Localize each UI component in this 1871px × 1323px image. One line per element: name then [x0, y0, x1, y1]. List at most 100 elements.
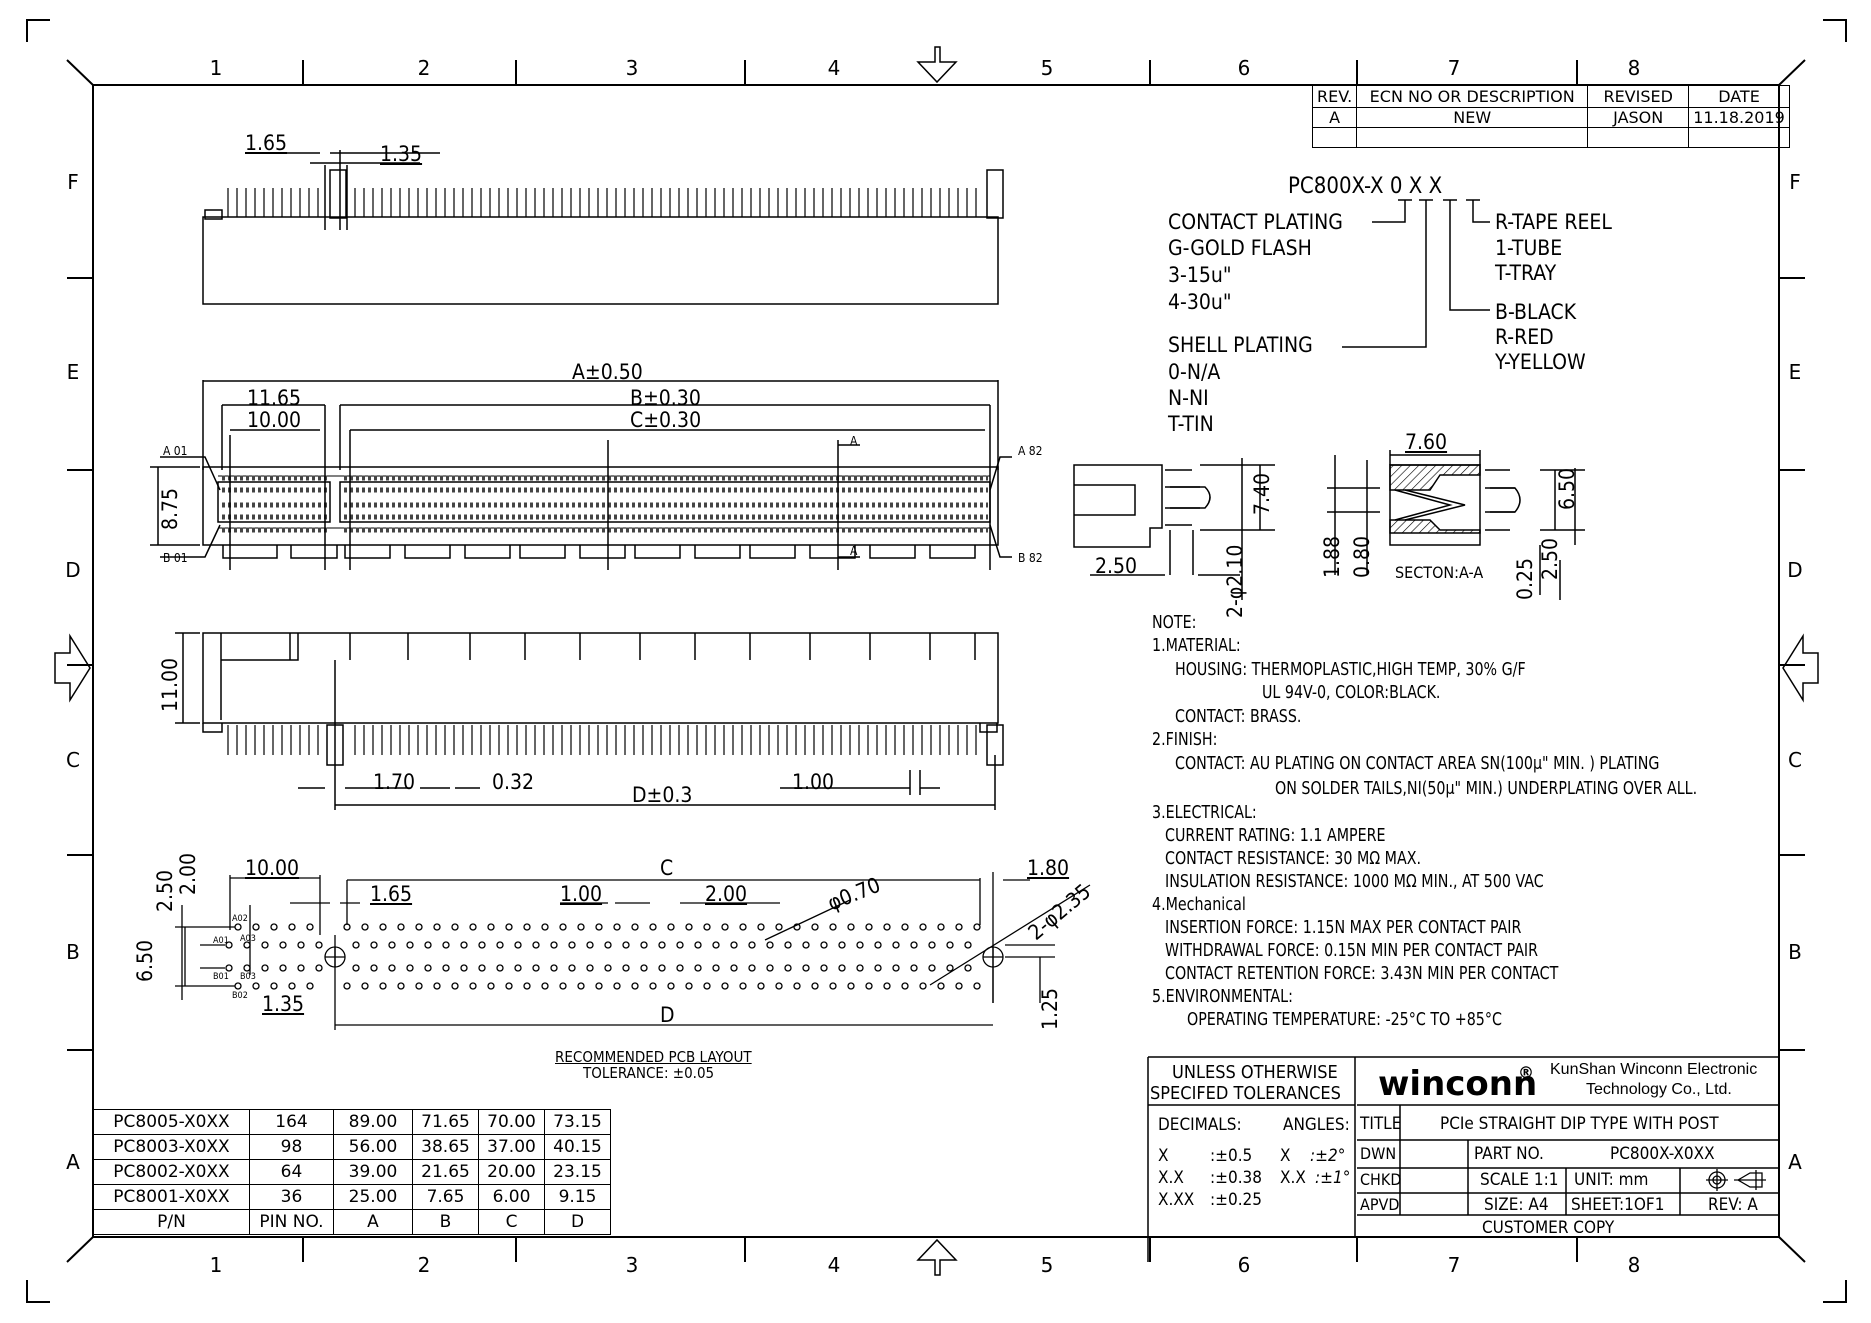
company-name-line1: KunShan Winconn Electronic	[1550, 1061, 1758, 1078]
zone-col-6: 6	[1237, 56, 1251, 80]
label-pcb-b03: B03	[240, 972, 256, 982]
label-b82: B 82	[1018, 551, 1043, 565]
contact-plating-option: G-GOLD FLASH	[1168, 236, 1312, 260]
label-b01: B 01	[163, 551, 188, 565]
dim-a: A±0.50	[572, 360, 643, 384]
note-line: CONTACT: AU PLATING ON CONTACT AREA SN(1…	[1175, 753, 1660, 774]
pn-cell: 71.65	[412, 1109, 479, 1135]
dim-2-50-end: 2.50	[1095, 554, 1138, 578]
tol-key: X.XX	[1158, 1190, 1195, 1210]
table-row: PC8001-X0XX 36 25.00 7.65 6.00 9.15	[93, 1184, 611, 1210]
pn-cell: PC8002-X0XX	[93, 1159, 250, 1185]
angles-label: ANGLES:	[1283, 1115, 1350, 1135]
dim-7-60: 7.60	[1405, 430, 1448, 454]
dim-1-70: 1.70	[373, 770, 416, 794]
packaging-option: 1-TUBE	[1495, 236, 1563, 260]
rev-cell: JASON	[1587, 107, 1690, 128]
dim-pcb-c: C	[660, 856, 674, 880]
dim-pcb-2-00: 2.00	[176, 852, 200, 895]
pn-cell: 6.00	[478, 1184, 545, 1210]
rev-header-date: DATE	[1688, 85, 1790, 108]
pn-header: B	[412, 1209, 479, 1235]
dim-0-80: 0.80	[1350, 535, 1374, 578]
packaging-option: R-TAPE REEL	[1495, 210, 1612, 234]
pn-cell: 23.15	[544, 1159, 611, 1185]
pn-table: PC8005-X0XX 164 89.00 71.65 70.00 73.15 …	[93, 1109, 611, 1235]
pn-header: A	[333, 1209, 413, 1235]
zone-col-7: 7	[1447, 56, 1461, 80]
tol-value: :±0.38	[1210, 1168, 1263, 1188]
pn-cell: 64	[249, 1159, 334, 1185]
zone-row-e-right: E	[1788, 360, 1802, 384]
part-no-value: PC800X-X0XX	[1610, 1144, 1715, 1164]
table-row	[1311, 127, 1790, 148]
dim-11-00: 11.00	[158, 657, 182, 712]
pn-cell: 36	[249, 1184, 334, 1210]
note-line: 2.FINISH:	[1152, 729, 1218, 750]
pn-cell: 25.00	[333, 1184, 413, 1210]
dim-2-phi-2-10: 2-φ2.10	[1223, 544, 1247, 618]
rev-cell	[1587, 127, 1690, 148]
zone-col-2: 2	[417, 56, 431, 80]
table-row: PC8002-X0XX 64 39.00 21.65 20.00 23.15	[93, 1159, 611, 1185]
pn-header: C	[478, 1209, 545, 1235]
size: SIZE: A4	[1484, 1195, 1549, 1215]
label-pcb-a01: A01	[213, 936, 229, 946]
zone-row-e: E	[66, 360, 80, 384]
tol-value: :±0.5	[1210, 1146, 1253, 1166]
dim-0-32: 0.32	[492, 770, 535, 794]
shell-plating-option: 0-N/A	[1168, 360, 1221, 384]
registered-mark: ®	[1518, 1063, 1534, 1082]
pcb-caption-title: RECOMMENDED PCB LAYOUT	[555, 1048, 752, 1066]
note-line: 1.MATERIAL:	[1152, 635, 1241, 656]
dim-6-50-section: 6.50	[1555, 467, 1579, 510]
shell-plating-option: T-TIN	[1168, 412, 1214, 436]
contact-plating-option: 4-30u"	[1168, 290, 1232, 314]
note-line: CONTACT RESISTANCE: 30 MΩ MAX.	[1165, 848, 1422, 869]
contact-plating-option: 3-15u"	[1168, 263, 1232, 287]
zone-row-d: D	[65, 558, 81, 582]
tolerance-header-line1: UNLESS OTHERWISE	[1172, 1062, 1338, 1083]
dim-8-75: 8.75	[158, 487, 182, 530]
contact-plating-label: CONTACT PLATING	[1168, 210, 1343, 234]
tol-angle-value: :±2°	[1310, 1146, 1346, 1166]
title-label: TITLE	[1360, 1114, 1402, 1134]
label-pcb-b02: B02	[232, 991, 248, 1001]
customer-copy: CUSTOMER COPY	[1482, 1218, 1615, 1238]
pn-header: PIN NO.	[249, 1209, 334, 1235]
zone-col-4-bottom: 4	[827, 1253, 841, 1277]
decimals-label: DECIMALS:	[1158, 1115, 1242, 1135]
color-option: R-RED	[1495, 325, 1554, 349]
pn-cell: 9.15	[544, 1184, 611, 1210]
pn-cell: 98	[249, 1134, 334, 1160]
notes-heading: NOTE:	[1152, 612, 1197, 633]
zone-col-3-bottom: 3	[625, 1253, 639, 1277]
note-line: HOUSING: THERMOPLASTIC,HIGH TEMP, 30% G/…	[1175, 659, 1526, 680]
zone-col-5-bottom: 5	[1040, 1253, 1054, 1277]
note-line: ON SOLDER TAILS,NI(50μ" MIN.) UNDERPLATI…	[1275, 778, 1698, 799]
label-pcb-a02: A02	[232, 914, 248, 924]
dim-pcb-1-35: 1.35	[262, 992, 305, 1016]
revision-table: REV. ECN NO OR DESCRIPTION REVISED DATE …	[1311, 85, 1790, 148]
zone-col-1: 1	[209, 56, 223, 80]
section-marker-bottom: A	[850, 544, 858, 558]
label-pcb-b01: B01	[213, 972, 229, 982]
tol-value: :±0.25	[1210, 1190, 1263, 1210]
label-a01: A 01	[163, 444, 188, 458]
dim-pcb-1-00: 1.00	[560, 882, 603, 906]
rev-cell: A	[1311, 107, 1358, 128]
pn-cell: 89.00	[333, 1109, 413, 1135]
zone-row-b: B	[66, 940, 80, 964]
zone-row-d-right: D	[1787, 558, 1803, 582]
drawing-title: PCIe STRAIGHT DIP TYPE WITH POST	[1440, 1114, 1719, 1134]
pn-cell: 21.65	[412, 1159, 479, 1185]
packaging-option: T-TRAY	[1495, 261, 1557, 285]
shell-plating-label: SHELL PLATING	[1168, 333, 1313, 357]
rev-cell: NEW	[1356, 107, 1589, 128]
pn-cell: 70.00	[478, 1109, 545, 1135]
table-row: PC8005-X0XX 164 89.00 71.65 70.00 73.15	[93, 1109, 611, 1135]
tol-angle-key: X.X	[1280, 1168, 1306, 1188]
rev-cell	[1356, 127, 1589, 148]
zone-col-2-bottom: 2	[417, 1253, 431, 1277]
